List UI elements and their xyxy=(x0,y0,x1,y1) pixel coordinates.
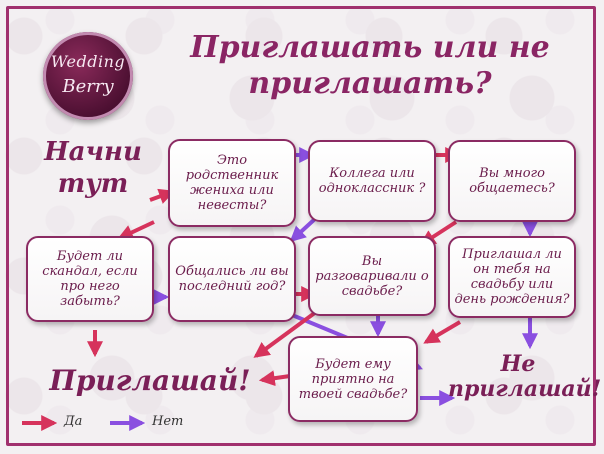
legend: Да Нет xyxy=(18,408,238,438)
wedding-berry-logo: Wedding Berry xyxy=(43,32,133,120)
page-title: Приглашать или не приглашать? xyxy=(190,30,550,101)
arrow-invited-yes xyxy=(423,320,462,344)
arrow-colleague-no xyxy=(289,216,318,243)
node-pleasant: Будет ему приятно на твоей свадьбе? xyxy=(288,336,418,422)
page-frame xyxy=(6,6,596,446)
start-label: Начни тут xyxy=(44,137,142,199)
logo-line-1: Wedding xyxy=(50,52,126,71)
node-relative: Это родственник жениха или невесты? xyxy=(168,139,296,227)
node-colleague: Коллега или одноклассник ? xyxy=(308,140,436,222)
node-talked-wedding: Вы разговаривали о свадьбе? xyxy=(308,236,436,316)
outcome-invite: Приглашай! xyxy=(49,364,251,397)
node-invited-you: Приглашал ли он тебя на свадьбу или день… xyxy=(448,236,576,318)
node-scandal: Будет ли скандал, если про него забыть? xyxy=(26,236,154,322)
node-talked-last-year: Общались ли вы последний год? xyxy=(168,236,296,322)
legend-no-label: Нет xyxy=(152,414,184,429)
arrow-pleasant-yes xyxy=(258,370,291,387)
legend-arrows xyxy=(22,415,146,431)
arrow-relative-no xyxy=(117,220,155,240)
logo-line-2: Berry xyxy=(62,76,114,97)
legend-yes-label: Да xyxy=(64,414,83,429)
node-talk-often: Вы много общаетесь? xyxy=(448,140,576,222)
arrow-wedding-yes xyxy=(253,310,318,358)
outcome-no-invite: Не приглашай! xyxy=(448,351,602,402)
